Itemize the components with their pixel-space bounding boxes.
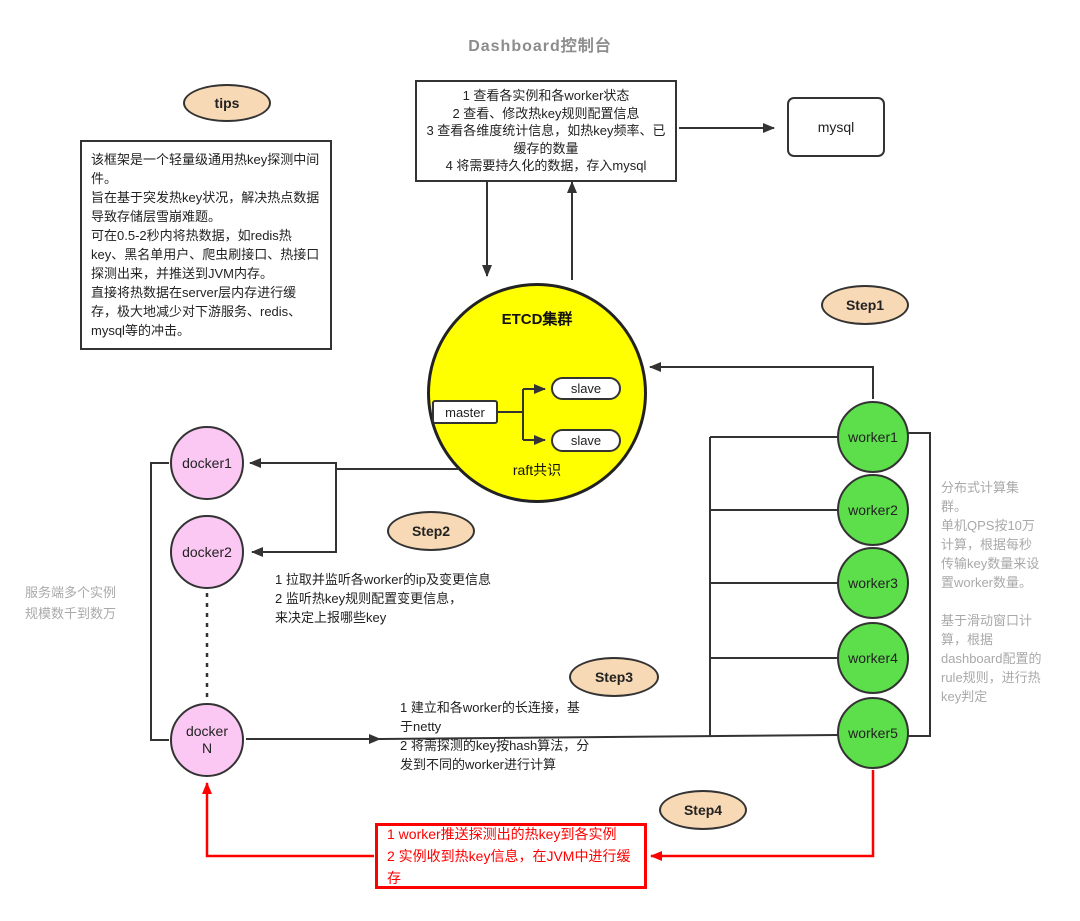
dashboard-line-4: 4 将需要持久化的数据，存入mysql (445, 158, 647, 173)
step3-description: 1 建立和各worker的长连接，基于netty 2 将需探测的key按hash… (400, 700, 590, 772)
step3-bubble: Step3 (569, 657, 659, 697)
arrow-etcd-to-docker2 (251, 469, 337, 557)
arrow-alertbox-to-dockern (202, 782, 374, 858)
dashboard-line-2: 2 查看、修改热key规则配置信息 (452, 105, 640, 121)
tips-bubble: tips (183, 84, 271, 122)
line-hash-distribution-branches (709, 436, 838, 737)
tips-note-box: 该框架是一个轻量级通用热key探测中间件。 旨在基于突发热key状况，解决热点数… (80, 140, 332, 350)
raft-consensus-caption: raft共识 (512, 462, 562, 478)
dashboard-functions-box: 1 查看各实例和各worker状态 2 查看、修改热key规则配置信息 3 查看… (415, 80, 677, 182)
page-title: Dashboard控制台 (468, 38, 612, 55)
etcd-cluster-title: ETCD集群 (501, 311, 573, 328)
bracket-worker-group (908, 432, 931, 737)
tips-label: tips (214, 95, 240, 111)
worker-cluster-note: 分布式计算集群。 单机QPS按10万计算，根据每秒传输key数量来设置worke… (941, 480, 1042, 704)
dockern-node: docker N (170, 703, 244, 777)
step2-bubble: Step2 (387, 511, 475, 551)
arrow-worker1-to-etcd (649, 362, 874, 399)
step4-bubble: Step4 (659, 790, 747, 830)
etcd-master-node: master (432, 400, 498, 424)
etcd-slave-node-2: slave (551, 429, 621, 452)
mysql-node: mysql (787, 97, 885, 157)
docker1-node: docker1 (170, 426, 244, 500)
worker1-node: worker1 (837, 401, 909, 473)
step1-bubble: Step1 (821, 285, 909, 325)
etcd-slave-node-1: slave (551, 377, 621, 400)
dashboard-line-3: 3 查看各维度统计信息，如热key频率、已缓存的数量 (426, 123, 666, 156)
step4-push-hotkey-box: 1 worker推送探测出的热key到各实例 2 实例收到热key信息，在JVM… (375, 823, 647, 889)
worker5-node: worker5 (837, 697, 909, 769)
step2-description: 1 拉取并监听各worker的ip及变更信息 2 监听热key规则配置变更信息，… (275, 572, 491, 625)
dashboard-line-1: 1 查看各实例和各worker状态 (462, 88, 630, 103)
worker4-node: worker4 (837, 622, 909, 694)
worker2-node: worker2 (837, 474, 909, 546)
server-instances-note: 服务端多个实例 规模数千到数万 (25, 585, 117, 621)
worker3-node: worker3 (837, 547, 909, 619)
docker2-node: docker2 (170, 515, 244, 589)
